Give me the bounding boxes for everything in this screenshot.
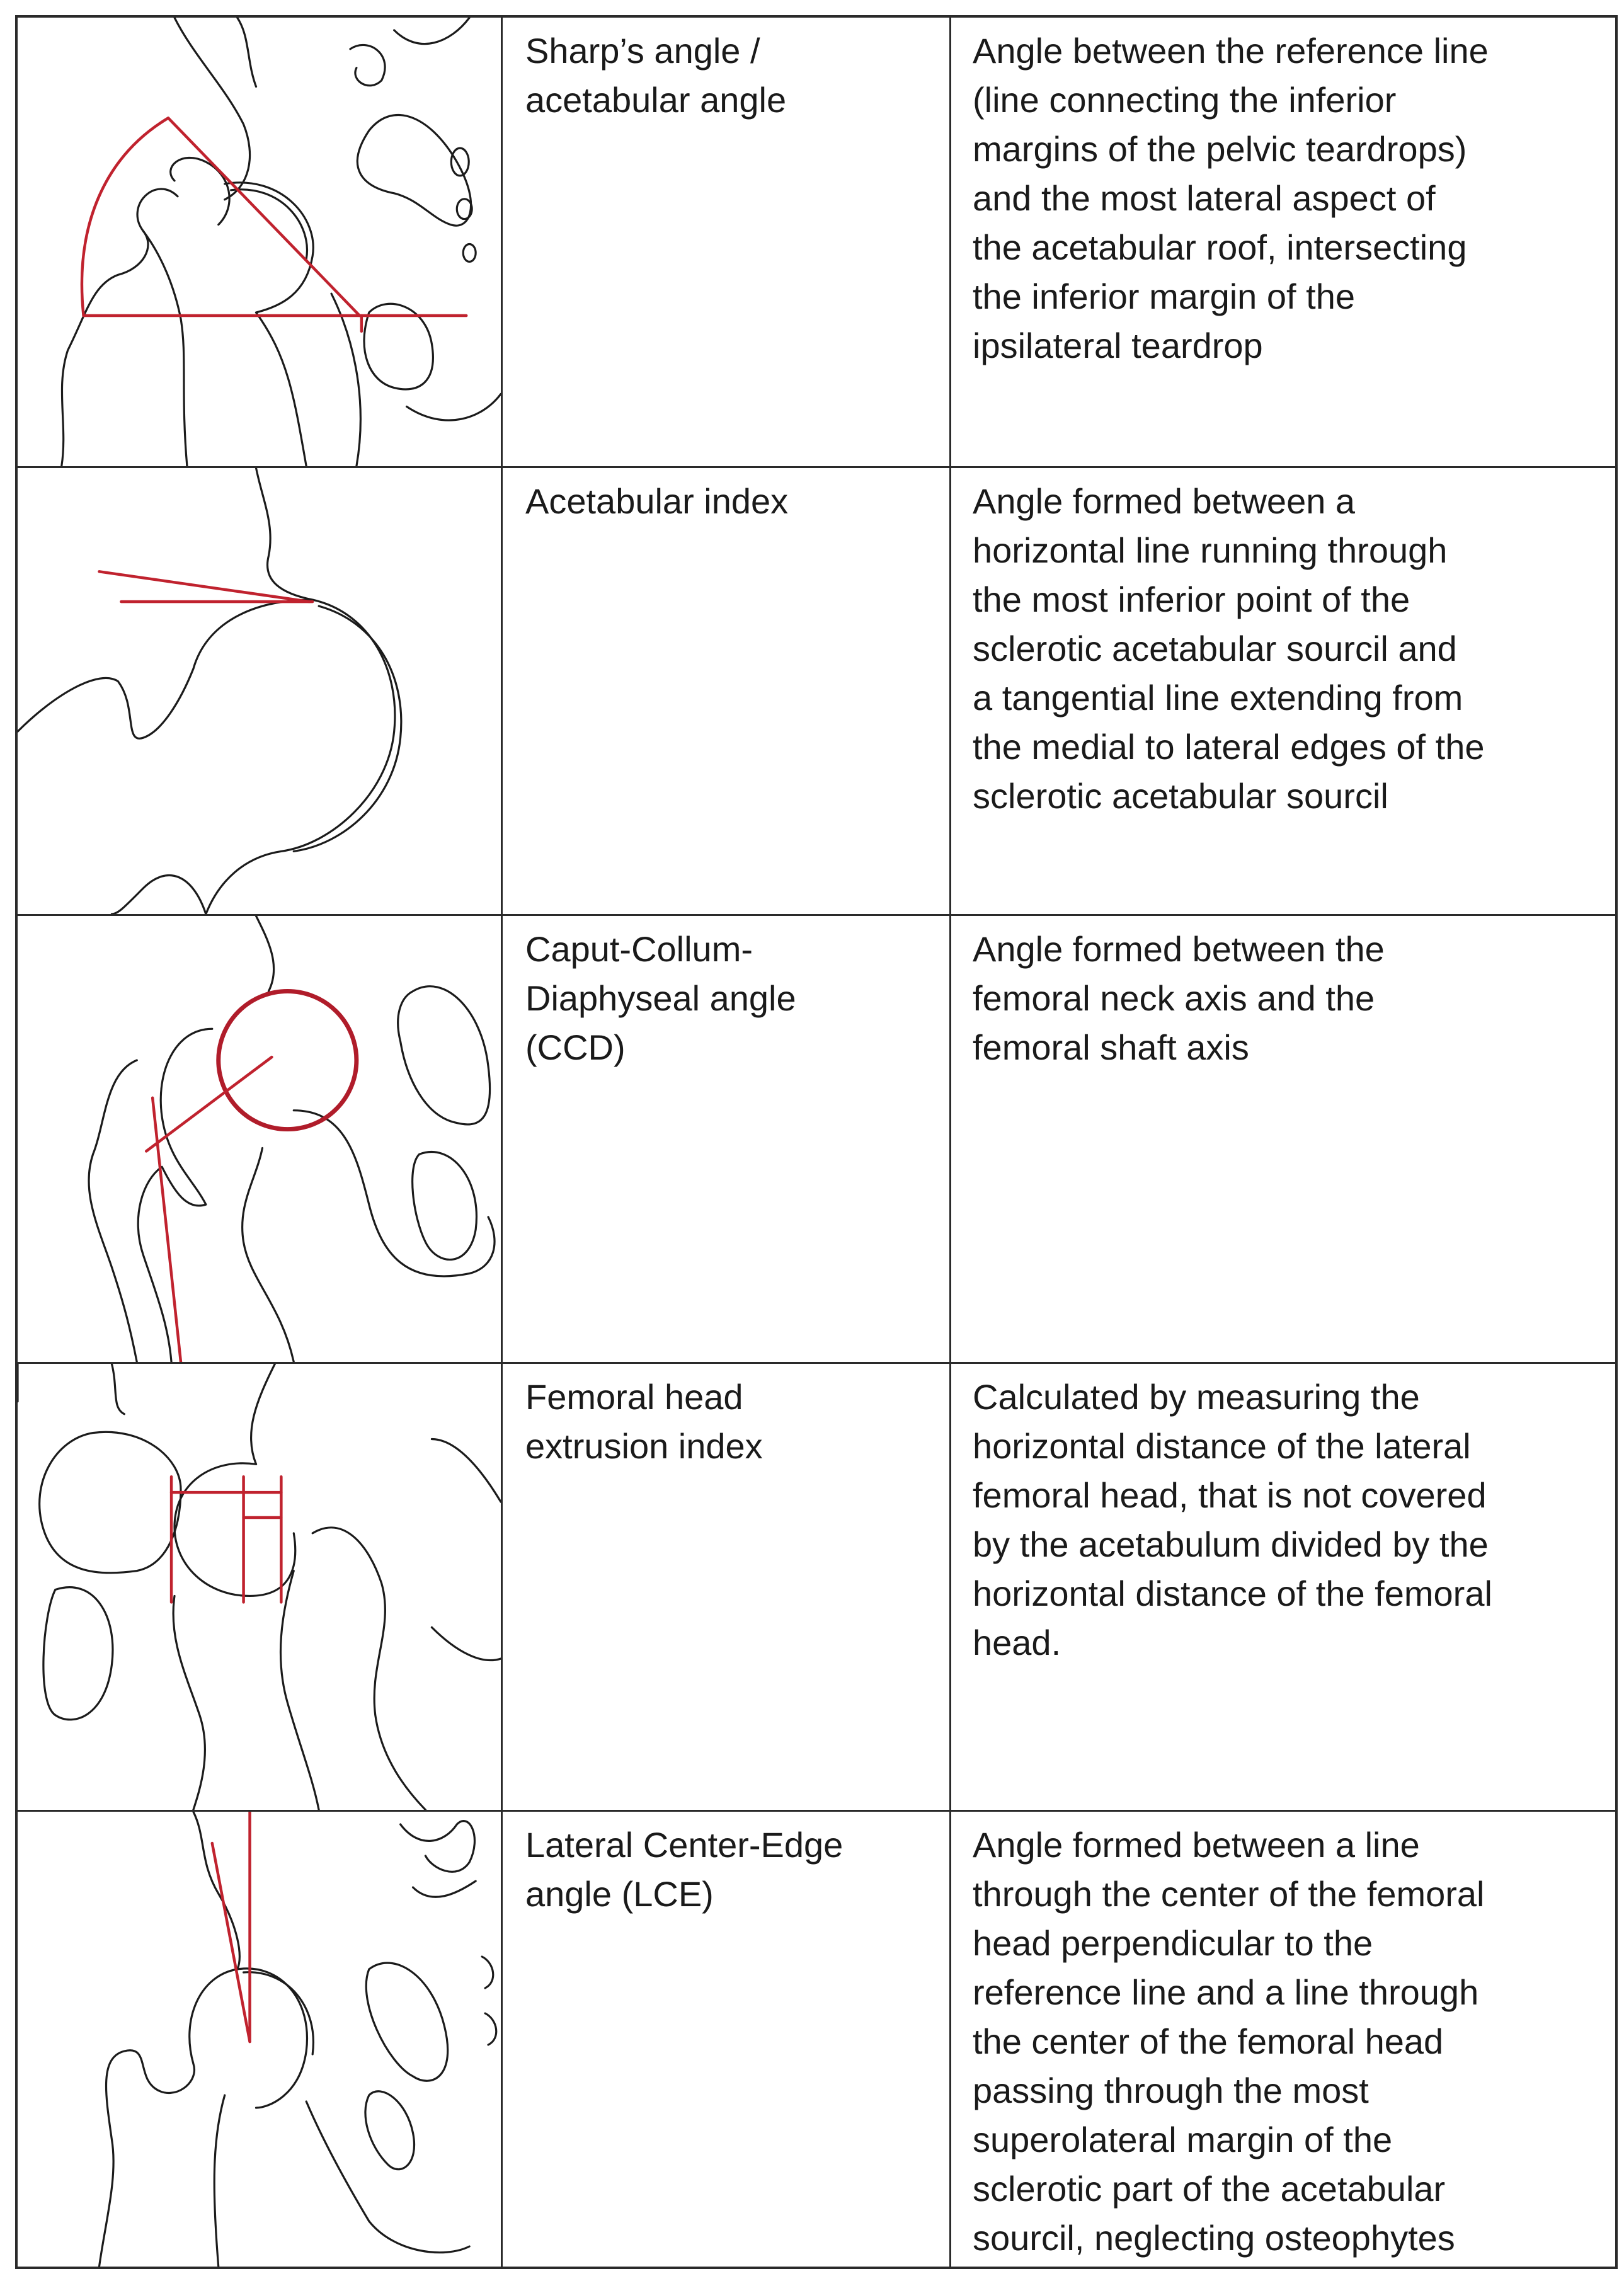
acetabular-index-description-cell: Angle formed between a horizontal line r… (951, 468, 1615, 916)
acetabular-index-illustration (18, 468, 503, 916)
measurement-description: Calculated by measuring the horizontal d… (973, 1377, 1492, 1662)
sharps-angle-illustration (18, 18, 503, 468)
measurement-description: Angle between the reference line (line c… (973, 31, 1489, 365)
sharps-angle-name-cell: Sharp’s angle / acetabular angle (503, 18, 951, 468)
measurement-table: Sharp’s angle / acetabular angle Angle b… (15, 15, 1618, 2269)
acetabular-index-name-cell: Acetabular index (503, 468, 951, 916)
sharps-angle-description-cell: Angle between the reference line (line c… (951, 18, 1615, 468)
measurement-name: Caput-Collum- Diaphyseal angle (CCD) (525, 929, 796, 1067)
measurement-description: Angle formed between the femoral neck ax… (973, 929, 1385, 1067)
measurement-description: Angle formed between a line through the … (973, 1825, 1485, 2258)
femoral-head-extrusion-description-cell: Calculated by measuring the horizontal d… (951, 1364, 1615, 1812)
measurement-name: Sharp’s angle / acetabular angle (525, 31, 787, 120)
femoral-head-extrusion-illustration (18, 1364, 503, 1812)
measurement-name: Acetabular index (525, 481, 789, 521)
ccd-angle-description-cell: Angle formed between the femoral neck ax… (951, 916, 1615, 1364)
femoral-head-extrusion-name-cell: Femoral head extrusion index (503, 1364, 951, 1812)
measurement-description: Angle formed between a horizontal line r… (973, 481, 1485, 816)
ccd-angle-name-cell: Caput-Collum- Diaphyseal angle (CCD) (503, 916, 951, 1364)
lce-angle-name-cell: Lateral Center-Edge angle (LCE) (503, 1812, 951, 2267)
measurement-name: Lateral Center-Edge angle (LCE) (525, 1825, 843, 1914)
lce-angle-description-cell: Angle formed between a line through the … (951, 1812, 1615, 2267)
ccd-angle-illustration (18, 916, 503, 1364)
measurement-name: Femoral head extrusion index (525, 1377, 763, 1466)
lce-angle-illustration (18, 1812, 503, 2267)
